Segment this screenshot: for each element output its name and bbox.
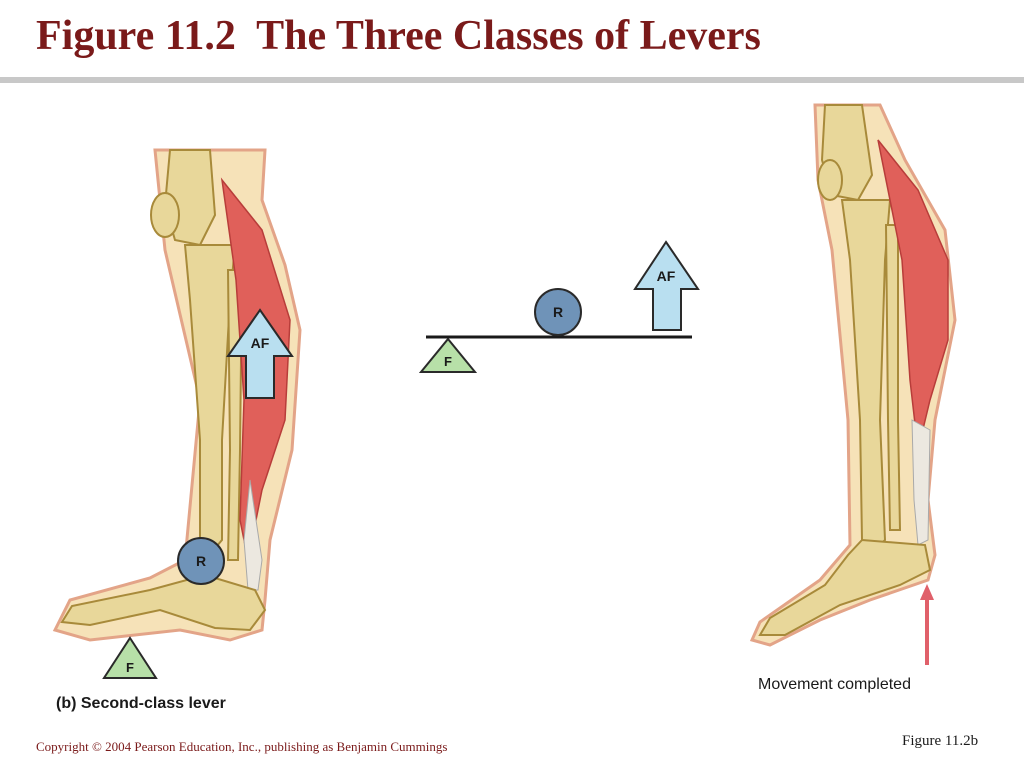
left-fulcrum-label: F	[126, 660, 134, 675]
schematic-fulcrum-triangle	[418, 337, 478, 373]
left-leg-patella	[150, 192, 180, 238]
left-effort-arrow	[226, 308, 294, 399]
schematic-fulcrum-label: F	[444, 354, 452, 369]
left-effort-label: AF	[251, 335, 270, 351]
left-leg-foot-bones	[60, 573, 267, 632]
movement-arrow-head	[920, 584, 934, 600]
schematic-effort-arrow	[633, 240, 700, 331]
page-title: Figure 11.2 The Three Classes of Levers	[36, 13, 761, 59]
title-divider	[0, 77, 1024, 83]
schematic-effort-label: AF	[657, 268, 676, 284]
figure-reference: Figure 11.2b	[902, 733, 979, 749]
schematic-resistance-circle	[534, 288, 582, 336]
right-leg-calf-muscle	[877, 139, 949, 451]
schematic-resistance-label: R	[553, 304, 563, 320]
right-leg-foot-bones	[758, 538, 932, 636]
left-resistance-label: R	[196, 553, 206, 569]
caption-movement-completed: Movement completed	[758, 676, 911, 693]
right-leg	[749, 103, 957, 647]
right-leg-patella	[817, 159, 843, 201]
left-resistance-circle	[177, 537, 225, 585]
caption-second-class-lever: (b) Second-class lever	[56, 695, 226, 712]
left-fulcrum-triangle	[102, 636, 158, 679]
right-leg-achilles-tendon	[911, 419, 931, 546]
copyright-notice: Copyright © 2004 Pearson Education, Inc.…	[36, 739, 448, 754]
